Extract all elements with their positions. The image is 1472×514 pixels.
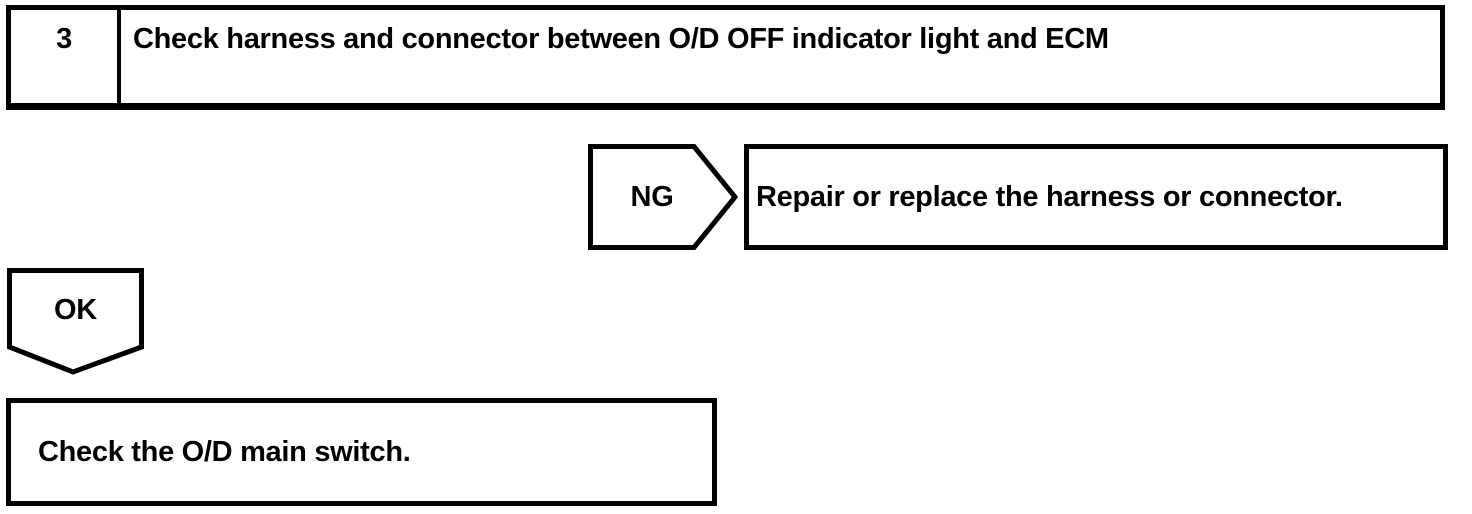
ng-pentagon-right-arrow-icon (588, 144, 738, 250)
step-header-box: 3 Check harness and connector between O/… (6, 5, 1445, 110)
step-title: Check harness and connector between O/D … (133, 23, 1109, 55)
ng-action-text: Repair or replace the harness or connect… (756, 180, 1343, 213)
ng-action-box: Repair or replace the harness or connect… (744, 144, 1448, 250)
ok-branch-pentagon: OK (7, 268, 144, 375)
step-number-cell: 3 (11, 10, 121, 103)
ok-action-text: Check the O/D main switch. (38, 435, 411, 468)
ok-action-box: Check the O/D main switch. (6, 398, 717, 506)
ng-branch-pentagon: NG (588, 144, 738, 250)
step-number: 3 (56, 23, 72, 55)
ng-label: NG (630, 180, 674, 213)
ok-label: OK (54, 294, 97, 326)
step-title-cell: Check harness and connector between O/D … (121, 10, 1440, 103)
ok-pentagon-down-arrow-icon (7, 268, 144, 375)
